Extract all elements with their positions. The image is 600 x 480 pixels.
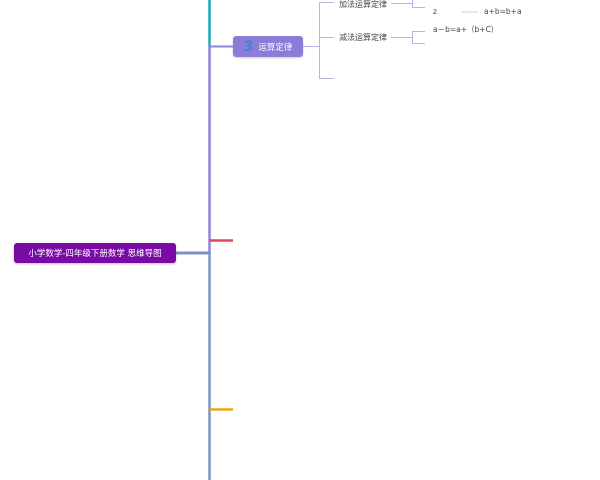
- subtopic-addition[interactable]: 加法运算定律: [339, 0, 387, 9]
- branch-node-3[interactable]: 3 运算定律: [233, 36, 303, 57]
- leaf-subtraction-left[interactable]: a－b=a+（b+C）: [433, 25, 499, 34]
- root-node[interactable]: 小学数学-四年级下册数学 思维导图: [14, 243, 176, 263]
- leaf-addition-left[interactable]: z: [433, 7, 437, 16]
- branch-label: 运算定律: [258, 42, 293, 53]
- root-node-label: 小学数学-四年级下册数学 思维导图: [28, 249, 162, 259]
- branch-number: 3: [243, 38, 254, 55]
- subtopic-subtraction[interactable]: 减法运算定律: [339, 33, 387, 42]
- leaf-addition-right[interactable]: a+b=b+a: [484, 7, 522, 16]
